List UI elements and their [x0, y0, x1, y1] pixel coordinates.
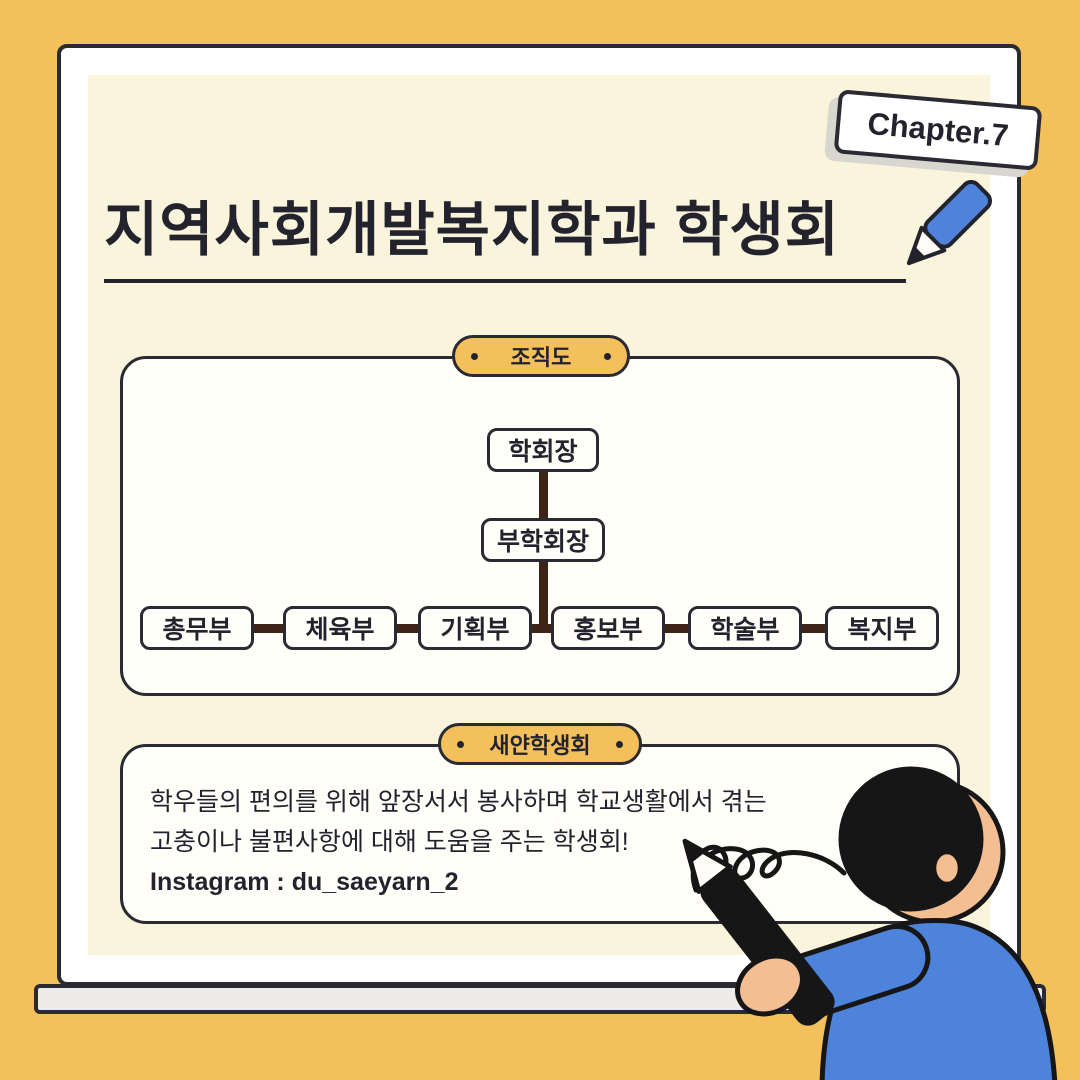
org-node-dept-academics: 학술부 — [688, 606, 802, 650]
title-underline — [104, 279, 906, 283]
org-connector-president-vice — [539, 470, 548, 522]
person-drawing-illustration — [682, 766, 1058, 1080]
info-badge-label: 새얀학생회 — [489, 733, 591, 758]
page-title: 지역사회개발복지학과 학생회 — [104, 197, 841, 263]
org-connector-departments — [197, 624, 883, 633]
org-node-dept-welfare: 복지부 — [825, 606, 939, 650]
info-line: 고충이나 불편사항에 대해 도움을 주는 학생회! — [150, 828, 629, 856]
info-badge: 새얀학생회 — [438, 723, 642, 765]
badge-dot — [615, 740, 623, 748]
badge-dot — [457, 740, 464, 748]
person-ear — [931, 849, 963, 887]
pencil-icon — [906, 180, 993, 266]
info-text-block: 학우들의 편의를 위해 앞장서서 봉사하며 학교생활에서 겪는 고충이나 불편사… — [150, 782, 767, 902]
info-line: 학우들의 편의를 위해 앞장서서 봉사하며 학교생활에서 겪는 — [150, 788, 767, 816]
org-badge: 조직도 — [452, 335, 630, 377]
person-hair — [838, 766, 984, 912]
badge-dot — [603, 352, 611, 360]
badge-dot — [471, 352, 478, 360]
org-node-president: 학회장 — [487, 428, 599, 472]
org-node-dept-general-affairs: 총무부 — [140, 606, 254, 650]
org-node-dept-athletics: 체육부 — [283, 606, 397, 650]
pencil-icon-shape — [906, 180, 993, 266]
org-node-dept-planning: 기획부 — [418, 606, 532, 650]
instagram-handle: Instagram : du_saeyarn_2 — [150, 868, 459, 896]
scribble-loops-icon — [690, 844, 847, 893]
person-hand — [735, 953, 805, 1017]
org-connector-vice-row — [539, 560, 548, 630]
chapter-label: Chapter.7 — [866, 105, 1010, 154]
org-node-dept-publicity: 홍보부 — [551, 606, 665, 650]
org-node-vice-president: 부학회장 — [481, 518, 605, 562]
org-badge-label: 조직도 — [510, 345, 572, 370]
